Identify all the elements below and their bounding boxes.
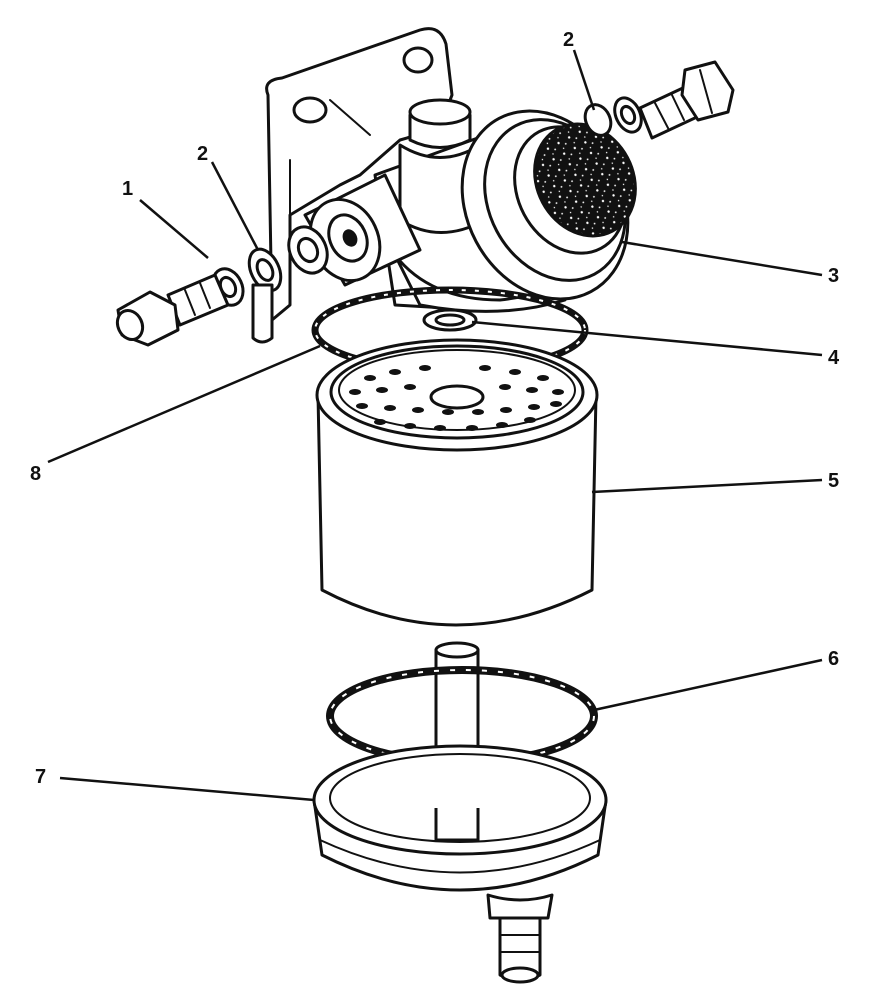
callout-8: 8 bbox=[30, 463, 41, 485]
callout-6: 6 bbox=[828, 648, 839, 670]
sediment-bowl bbox=[312, 744, 608, 984]
leader-lines bbox=[47, 49, 823, 802]
outlet-bolt-assembly bbox=[583, 60, 735, 140]
small-seal-bore bbox=[434, 313, 466, 327]
mounting-bracket bbox=[265, 27, 454, 322]
primer-pump bbox=[460, 109, 637, 301]
callout-5: 5 bbox=[828, 470, 839, 492]
inlet-bolt-assembly bbox=[115, 225, 329, 347]
callout-2-right: 2 bbox=[563, 29, 574, 51]
callout-1: 1 bbox=[122, 178, 133, 200]
callout-7: 7 bbox=[35, 766, 46, 788]
filter-element bbox=[315, 338, 599, 627]
callout-4: 4 bbox=[828, 347, 840, 369]
callout-3: 3 bbox=[828, 265, 839, 287]
callout-2-left: 2 bbox=[197, 143, 208, 165]
